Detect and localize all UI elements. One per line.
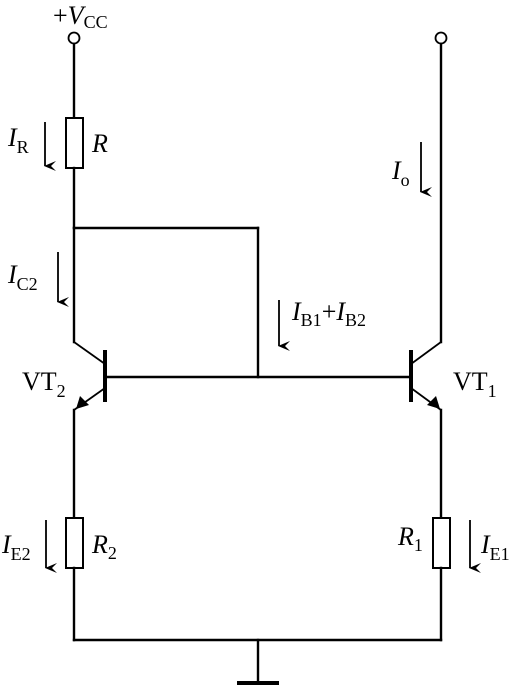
label-ir: IR [7, 123, 29, 157]
supply-label: +VCC [53, 1, 108, 32]
resistor-r2 [65, 517, 84, 569]
vt2-collector [73, 341, 106, 365]
transistor-vt1 [409, 341, 442, 411]
label-ic2: IC2 [7, 260, 38, 294]
label-r2: R2 [91, 530, 117, 563]
label-r: R [91, 129, 108, 158]
vt1-collector [410, 341, 442, 365]
label-vt1: VT1 [453, 367, 497, 401]
label-vt2: VT2 [22, 367, 66, 401]
transistor-vt2 [73, 341, 107, 411]
label-ie2: IE2 [1, 530, 31, 564]
label-ie1: IE1 [480, 530, 510, 564]
resistor-r [65, 117, 84, 169]
vcc-terminal [67, 31, 81, 45]
resistor-r1 [432, 517, 451, 569]
label-io: Io [391, 156, 410, 190]
label-ib1-ib2: IB1+IB2 [291, 297, 366, 330]
vt1-emitter-arrow-icon [427, 396, 440, 409]
vt2-emitter-arrow-icon [76, 396, 89, 409]
label-r1: R1 [397, 522, 423, 555]
output-terminal [434, 31, 448, 45]
